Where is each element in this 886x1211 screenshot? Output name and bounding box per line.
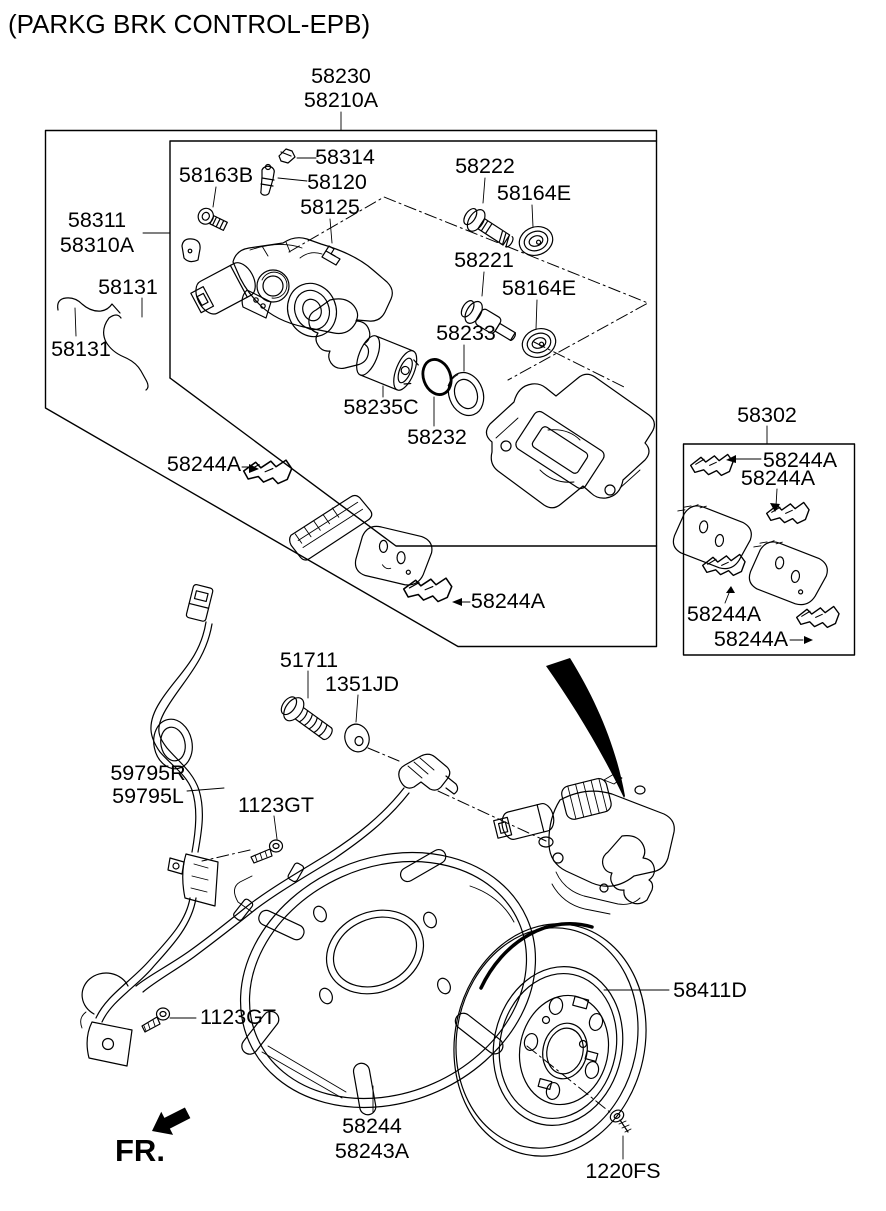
kit-pad-clip-3-drawing [701,553,746,577]
pad-clip-main-2-drawing [402,577,453,603]
part-label-58302: 58302 [737,403,797,427]
piston-58235C-drawing [356,335,419,391]
part-label-1123GT-upper: 1123GT [238,793,314,817]
part-label-58131-b: 58131 [51,337,111,361]
bolt-51711-drawing [280,696,333,741]
inner-kit-box [169,140,658,547]
bleeder-screw-58120-drawing [260,163,275,196]
washer-1351JD-drawing [344,723,370,753]
part-label-58120: 58120 [307,170,367,194]
part-label-58164E-upper: 58164E [497,181,571,205]
caliper-body-58311-drawing [181,237,393,370]
assembled-caliper-drawing [493,773,675,915]
part-label-58233: 58233 [436,321,496,345]
kit-brake-pad-1-drawing [672,504,752,570]
part-label-58411D: 58411D [673,978,747,1002]
cap-58314-drawing [278,148,296,164]
kit-pad-clip-4-drawing [795,605,840,629]
part-label-58244A-main-lower: 58244A [471,589,546,613]
part-label-58244A-main-upper: 58244A [167,452,242,476]
part-label-58244A-kit-1: 58244A [763,448,838,472]
brake-rotor-58411D-drawing [453,921,647,1157]
part-label-1220FS: 1220FS [585,1159,660,1183]
part-label-58244A-kit-4: 58244A [714,627,789,651]
part-label-58230: 58230 [311,64,371,88]
guide-pin-58221-drawing [460,300,516,341]
part-label-59795L: 59795L [112,784,184,808]
part-label-58244A-kit-3: 58244A [687,602,762,626]
screw-1220FS-drawing [609,1109,632,1133]
part-label-58244: 58244 [342,1114,402,1138]
brake-hose-drawing [135,753,459,993]
part-label-51711: 51711 [280,648,338,672]
bolt-1123GT-upper-drawing [250,839,284,864]
pin-boot-58164E-upper-drawing [518,226,554,256]
parking-cable-spring-58131-a-drawing [57,297,121,314]
part-label-58243A: 58243A [335,1139,410,1163]
brake-pad-main-inner-drawing [289,494,373,561]
guide-pin-58222-drawing [463,207,514,248]
backing-plate-58244-drawing [234,848,537,1116]
screw-58163B-drawing [197,207,228,231]
part-label-58311: 58311 [68,208,126,232]
part-label-58314: 58314 [315,145,375,169]
kit-brake-pad-2-drawing [748,540,828,606]
fr-direction-arrow-icon [152,1107,191,1135]
part-label-1123GT-lower: 1123GT [200,1005,276,1029]
epb-cable-59795-drawing [80,584,219,1067]
diagram-title: (PARKG BRK CONTROL-EPB) [8,9,370,39]
pad-clip-main-1-drawing [242,459,293,485]
part-label-58221: 58221 [454,248,514,272]
piston-seal-58232-drawing [421,358,453,396]
part-label-58232: 58232 [407,425,467,449]
pad-kit-box-58302 [682,443,856,656]
part-label-58163B: 58163B [179,163,253,187]
pin-boot-58164E-lower-drawing [521,328,557,358]
part-label-58244A-kit-2: 58244A [741,466,816,490]
part-label-1351JD: 1351JD [325,672,399,696]
part-label-58131-a: 58131 [98,275,158,299]
kit-pad-clip-2-drawing [765,501,810,525]
kit-pad-clip-1-drawing [689,453,734,477]
brake-pad-main-outer-drawing [354,525,433,586]
part-label-58164E-lower: 58164E [502,276,576,300]
part-label-58310A: 58310A [60,233,135,257]
part-label-58125: 58125 [300,195,360,219]
phantom-lines [201,196,649,1114]
fr-direction-label: FR. [115,1133,165,1168]
bolt-1123GT-lower-drawing [141,1007,171,1033]
part-label-58235C: 58235C [343,395,418,419]
part-label-58222: 58222 [455,154,515,178]
piston-boot-58233-drawing [447,371,485,417]
carrier-bracket-drawing [485,373,655,509]
assembly-box-58230 [44,129,658,648]
part-label-59795R: 59795R [110,761,185,785]
parking-cable-spring-58131-b-drawing [103,314,149,391]
part-label-58210A: 58210A [304,88,379,112]
assembly-swoosh-arrow [546,658,625,798]
